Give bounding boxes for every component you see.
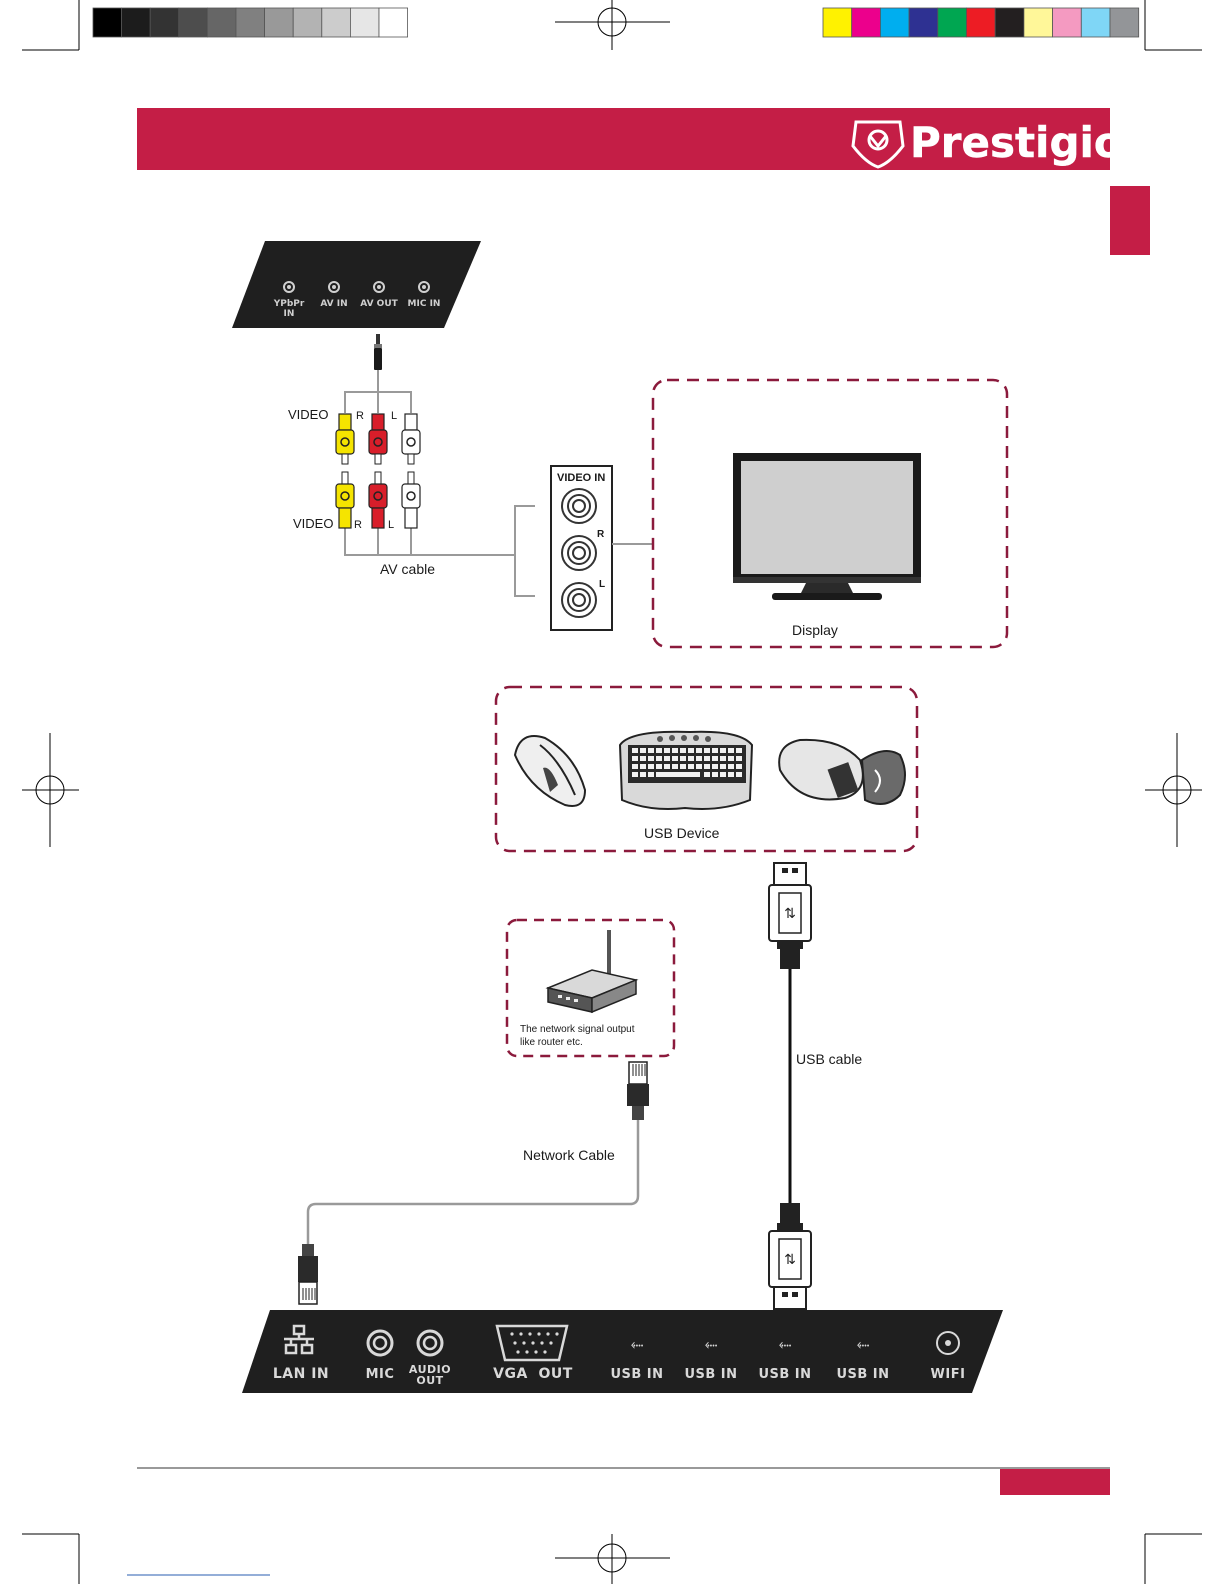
label-r-bottom: R — [354, 519, 362, 531]
mouse-icon — [515, 736, 585, 806]
footer-page-tab — [1000, 1469, 1110, 1495]
video-in-panel: VIDEO IN R L — [551, 466, 612, 630]
rj45-plug-bottom-icon — [298, 1244, 318, 1304]
label-l-bottom: L — [388, 519, 394, 531]
usb-in-2-icon: ⬸ — [705, 1334, 718, 1353]
port-label-ypbpr: YPbPr — [273, 299, 305, 309]
color-swatch-10 — [1081, 8, 1110, 37]
gray-swatch-7 — [265, 8, 294, 37]
registration-mark-top — [555, 0, 670, 50]
gray-swatch-9 — [322, 8, 351, 37]
color-swatch-4 — [909, 8, 938, 37]
video-in-l-label: L — [599, 579, 605, 590]
av-cable-label: AV cable — [380, 561, 435, 577]
color-swatch-7 — [995, 8, 1024, 37]
video-in-title: VIDEO IN — [557, 472, 605, 484]
rca-plug-video-top — [336, 414, 354, 464]
gray-swatch-11 — [379, 8, 408, 37]
grayscale-calibration-strip — [93, 8, 408, 37]
port-label-wifi: WIFI — [931, 1367, 966, 1382]
registration-mark-right — [1145, 733, 1202, 847]
gray-swatch-1 — [93, 8, 122, 37]
color-swatch-1 — [823, 8, 852, 37]
usb-symbol-bottom-icon: ⇅ — [784, 1252, 796, 1268]
display-label: Display — [792, 622, 838, 638]
rca-plug-white-bottom — [402, 472, 420, 528]
port-label-av-in: AV IN — [320, 299, 347, 309]
rj45-plug-top-icon — [627, 1062, 649, 1120]
color-calibration-strip — [823, 8, 1139, 37]
port-label-usb-in-2: USB IN — [684, 1367, 737, 1382]
port-label-usb-in-3: USB IN — [758, 1367, 811, 1382]
gray-swatch-8 — [293, 8, 322, 37]
side-tab — [1110, 186, 1150, 255]
gray-swatch-10 — [350, 8, 379, 37]
network-cable-label: Network Cable — [523, 1147, 615, 1163]
gray-swatch-6 — [236, 8, 265, 37]
color-swatch-5 — [938, 8, 967, 37]
registration-mark-bottom — [555, 1534, 670, 1584]
gray-swatch-5 — [207, 8, 236, 37]
rca-plug-white-top — [402, 414, 420, 464]
port-label-lan-in: LAN IN — [273, 1366, 329, 1382]
color-swatch-11 — [1110, 8, 1139, 37]
video-in-r-label: R — [597, 529, 605, 540]
port-label-vga-out: VGA OUT — [493, 1366, 573, 1382]
label-video-top: VIDEO — [288, 407, 328, 422]
usb-in-3-icon: ⬸ — [779, 1334, 792, 1353]
rca-plug-red-bottom — [369, 472, 387, 528]
rca-plug-red-top — [369, 414, 387, 464]
gray-swatch-4 — [179, 8, 208, 37]
color-swatch-2 — [852, 8, 881, 37]
color-swatch-9 — [1053, 8, 1082, 37]
keyboard-icon — [620, 732, 752, 809]
usb-in-4-icon: ⬸ — [857, 1334, 870, 1353]
top-port-panel: YPbPr IN AV IN AV OUT MIC IN — [232, 241, 481, 328]
port-label-ypbpr-in: IN — [284, 309, 295, 319]
monitor-icon — [733, 453, 921, 600]
usb-plug-top-icon: ⇅ — [769, 863, 811, 969]
usb-in-1-icon: ⬸ — [631, 1334, 644, 1353]
port-label-usb-in-4: USB IN — [836, 1367, 889, 1382]
bottom-port-panel: ⬸ ⬸ ⬸ ⬸ LAN IN MIC AUDIO OUT VGA OUT USB… — [242, 1310, 1003, 1393]
rca-plug-video-bottom — [336, 472, 354, 528]
port-label-mic: MIC — [366, 1367, 395, 1382]
logo-text: Prestigio — [910, 118, 1123, 167]
label-l-top: L — [391, 410, 397, 422]
port-label-usb-in-1: USB IN — [610, 1367, 663, 1382]
color-swatch-6 — [967, 8, 996, 37]
router-icon — [548, 930, 636, 1012]
label-r-top: R — [356, 410, 364, 422]
usb-plug-bottom-icon: ⇅ — [769, 1203, 811, 1309]
gray-swatch-2 — [122, 8, 151, 37]
mini-jack-plug-icon — [374, 334, 382, 392]
usb-device-label: USB Device — [644, 825, 720, 841]
gray-swatch-3 — [150, 8, 179, 37]
usb-cable-label: USB cable — [796, 1051, 862, 1067]
router-label-line2: like router etc. — [520, 1037, 583, 1048]
port-label-av-out: AV OUT — [360, 299, 398, 309]
port-label-mic-in: MIC IN — [408, 299, 441, 309]
port-label-audio-out: OUT — [416, 1374, 443, 1387]
color-swatch-3 — [880, 8, 909, 37]
registration-mark-left — [22, 733, 79, 847]
usb-flash-drive-icon — [779, 740, 905, 804]
color-swatch-8 — [1024, 8, 1053, 37]
router-label-line1: The network signal output — [520, 1024, 635, 1035]
label-video-bottom: VIDEO — [293, 516, 333, 531]
usb-symbol-top-icon: ⇅ — [784, 906, 796, 922]
network-cable-line — [308, 1120, 638, 1244]
